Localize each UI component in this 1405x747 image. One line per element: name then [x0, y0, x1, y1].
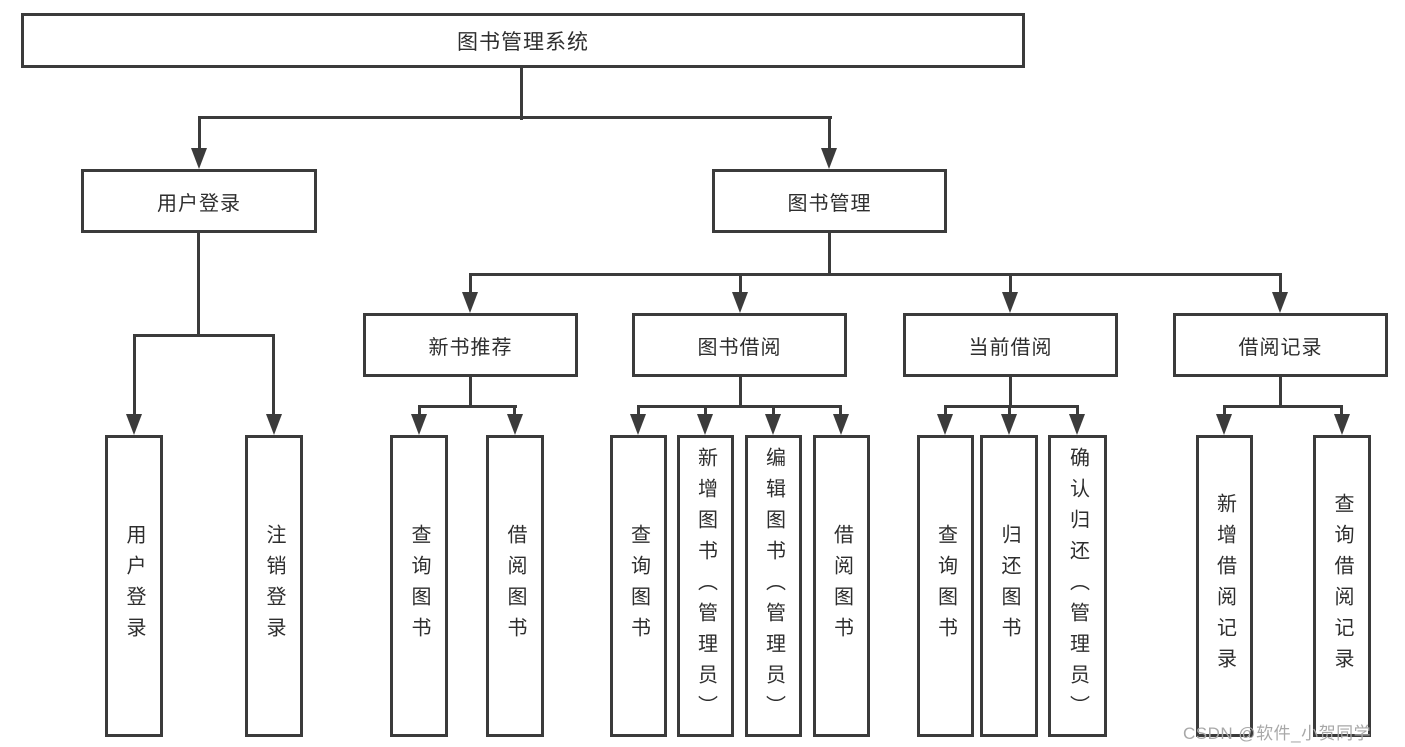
leaf-edit-books-admin-label: 编辑图书（管理员） [762, 446, 785, 726]
arrowhead-m1-leaf3 [833, 414, 849, 435]
connector-m3-horizontal [1223, 405, 1343, 408]
leaf-add-books-admin: 新增图书（管理员） [677, 435, 734, 737]
node-book-management: 图书管理 [712, 169, 947, 233]
leaf-query-books-current-label: 查询图书 [934, 524, 957, 648]
node-current-borrowing: 当前借阅 [903, 313, 1118, 377]
connector-stem-borrow-records [1279, 273, 1282, 295]
connector-stem-m1-leaf1 [704, 405, 707, 417]
connector-stem-leaf-login [133, 334, 136, 415]
leaf-query-books-borrowing: 查询图书 [610, 435, 667, 737]
arrowhead-m0-leaf1 [507, 414, 523, 435]
connector-stem-m0-leaf1 [513, 405, 516, 417]
connector-stem-m1-leaf2 [772, 405, 775, 417]
csdn-watermark: CSDN @软件_小贺同学 [1183, 724, 1372, 743]
arrowhead-user-login [191, 148, 207, 169]
arrowhead-m1-leaf1 [697, 414, 713, 435]
arrowhead-borrow-records [1272, 292, 1288, 313]
connector-stem-current-borrow [1009, 273, 1012, 295]
connector-stem-book-borrow [739, 273, 742, 295]
node-book-borrowing: 图书借阅 [632, 313, 847, 377]
leaf-user-login: 用户登录 [105, 435, 163, 737]
connector-root-vertical [520, 68, 523, 120]
leaf-add-books-admin-label: 新增图书（管理员） [694, 446, 717, 726]
connector-stem-m1-leaf3 [839, 405, 842, 417]
connector-m1-vertical [739, 377, 742, 408]
node-user-login-label: 用户登录 [157, 192, 241, 215]
connector-userlogin-vertical [197, 233, 200, 336]
connector-m1-horizontal [637, 405, 842, 408]
connector-stem-m2-leaf2 [1076, 405, 1079, 417]
arrowhead-leaf-login [126, 414, 142, 435]
arrowhead-m2-leaf0 [937, 414, 953, 435]
connector-bookmgmt-horizontal [469, 273, 1282, 276]
arrowhead-m2-leaf1 [1001, 414, 1017, 435]
connector-m0-horizontal [418, 405, 517, 408]
node-book-borrowing-label: 图书借阅 [697, 336, 782, 359]
connector-stem-user-login [198, 116, 201, 149]
leaf-query-borrow-record: 查询借阅记录 [1313, 435, 1371, 737]
leaf-logout: 注销登录 [245, 435, 303, 737]
leaf-add-borrow-record: 新增借阅记录 [1196, 435, 1253, 737]
node-borrowing-records: 借阅记录 [1173, 313, 1388, 377]
leaf-logout-label: 注销登录 [263, 524, 285, 648]
leaf-user-login-label: 用户登录 [123, 524, 145, 648]
leaf-confirm-return-admin: 确认归还（管理员） [1048, 435, 1107, 737]
leaf-borrow-books-recommend-label: 借阅图书 [504, 524, 526, 648]
arrowhead-current-borrow [1002, 292, 1018, 313]
connector-stem-new-book [469, 273, 472, 295]
leaf-borrow-books: 借阅图书 [813, 435, 870, 737]
connector-m2-vertical [1009, 377, 1012, 408]
leaf-query-books-recommend-label: 查询图书 [408, 524, 430, 648]
leaf-borrow-books-recommend: 借阅图书 [486, 435, 544, 737]
connector-stem-m0-leaf0 [418, 405, 421, 417]
leaf-confirm-return-admin-label: 确认归还（管理员） [1066, 446, 1089, 726]
arrowhead-m2-leaf2 [1069, 414, 1085, 435]
connector-userlogin-horizontal [133, 334, 275, 337]
node-root: 图书管理系统 [21, 13, 1025, 68]
arrowhead-m1-leaf0 [630, 414, 646, 435]
connector-root-horizontal [198, 116, 832, 119]
leaf-edit-books-admin: 编辑图书（管理员） [745, 435, 802, 737]
arrowhead-m1-leaf2 [765, 414, 781, 435]
node-new-book-recommend: 新书推荐 [363, 313, 578, 377]
leaf-borrow-books-label: 借阅图书 [830, 524, 853, 648]
connector-stem-m3-leaf1 [1340, 405, 1343, 417]
arrowhead-m0-leaf0 [411, 414, 427, 435]
connector-m0-vertical [469, 377, 472, 408]
connector-m2-horizontal [944, 405, 1079, 408]
arrowhead-new-book [462, 292, 478, 313]
leaf-query-books-current: 查询图书 [917, 435, 974, 737]
leaf-query-books-recommend: 查询图书 [390, 435, 448, 737]
node-user-login: 用户登录 [81, 169, 317, 233]
arrowhead-leaf-logout [266, 414, 282, 435]
connector-m3-vertical [1279, 377, 1282, 408]
connector-stem-m3-leaf0 [1223, 405, 1226, 417]
leaf-return-books: 归还图书 [980, 435, 1038, 737]
leaf-query-borrow-record-label: 查询借阅记录 [1331, 493, 1353, 679]
node-book-management-label: 图书管理 [787, 192, 872, 215]
connector-stem-book-management [828, 116, 831, 149]
arrowhead-book-borrow [732, 292, 748, 313]
leaf-add-borrow-record-label: 新增借阅记录 [1213, 493, 1236, 679]
connector-bookmgmt-vertical [828, 233, 831, 276]
leaf-return-books-label: 归还图书 [998, 524, 1020, 648]
arrowhead-book-management [821, 148, 837, 169]
connector-stem-m2-leaf0 [944, 405, 947, 417]
leaf-query-books-borrowing-label: 查询图书 [627, 524, 650, 648]
node-new-book-recommend-label: 新书推荐 [428, 336, 513, 359]
connector-stem-m1-leaf0 [637, 405, 640, 417]
node-borrowing-records-label: 借阅记录 [1238, 336, 1323, 359]
connector-stem-leaf-logout [272, 334, 275, 415]
arrowhead-m3-leaf0 [1216, 414, 1232, 435]
node-root-label: 图书管理系统 [457, 30, 589, 54]
arrowhead-m3-leaf1 [1334, 414, 1350, 435]
node-current-borrowing-label: 当前借阅 [968, 336, 1053, 359]
connector-stem-m2-leaf1 [1008, 405, 1011, 417]
